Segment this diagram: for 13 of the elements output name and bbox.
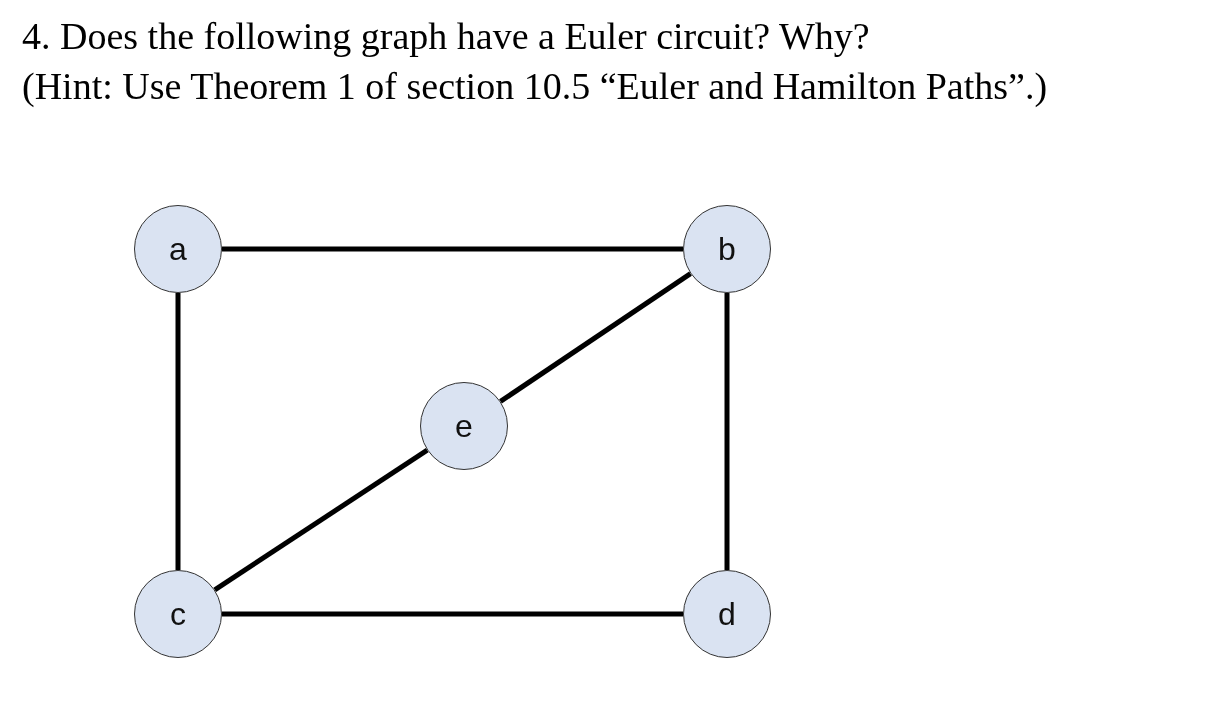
- graph-edge: [724, 293, 730, 570]
- vertex-label: d: [718, 595, 736, 633]
- graph-edge: [222, 246, 683, 252]
- question-title: 4. Does the following graph have a Euler circuit? Why?: [22, 14, 870, 58]
- graph-edge: [222, 611, 683, 617]
- graph-edge: [213, 448, 429, 592]
- hint-text: (Hint: Use Theorem 1 of section 10.5 “Euler and Hamilton Paths”.): [22, 64, 1048, 108]
- graph-edge: [175, 293, 181, 570]
- vertex-label: b: [718, 230, 736, 268]
- vertex-label: a: [169, 230, 187, 268]
- graph-edge: [499, 271, 692, 404]
- vertex-label: c: [170, 595, 186, 633]
- vertex-label: e: [455, 407, 473, 445]
